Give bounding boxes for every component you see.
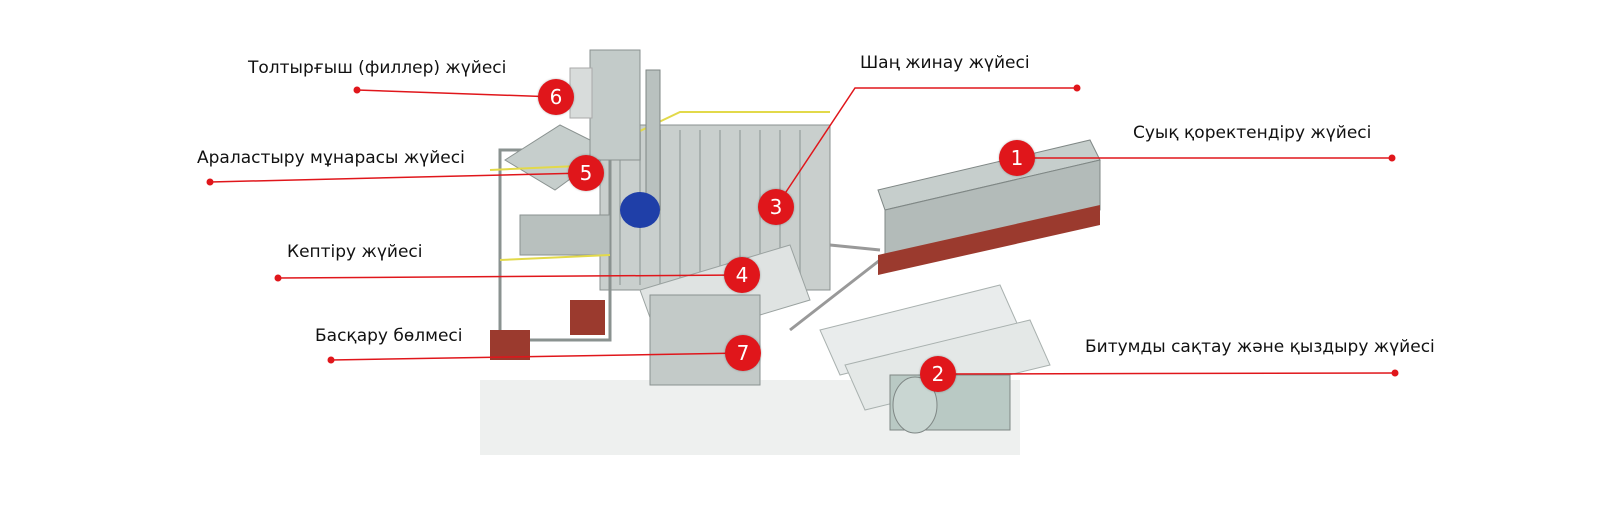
badge-6: 6 bbox=[538, 79, 574, 115]
badge-5: 5 bbox=[568, 155, 604, 191]
badge-2: 2 bbox=[920, 356, 956, 392]
cold-feed-illustration bbox=[877, 139, 1101, 275]
badge-7: 7 bbox=[725, 335, 761, 371]
dryer-drum-illustration bbox=[639, 243, 881, 386]
badge-1: 1 bbox=[999, 140, 1035, 176]
label-cold-feed: Суық қоректендіру жүйесі bbox=[1133, 123, 1372, 143]
leader-lines bbox=[209, 87, 1396, 375]
badge-3: 3 bbox=[758, 189, 794, 225]
label-mixing-tower: Араластыру мұнарасы жүйесі bbox=[197, 148, 465, 168]
label-dust-collection: Шаң жинау жүйесі bbox=[860, 53, 1030, 73]
label-drying: Кептіру жүйесі bbox=[287, 242, 423, 262]
badge-4: 4 bbox=[724, 257, 760, 293]
leader-dots bbox=[206, 84, 1399, 377]
label-control-room: Басқару бөлмесі bbox=[315, 326, 463, 346]
label-filler: Толтырғыш (филлер) жүйесі bbox=[248, 58, 507, 78]
label-bitumen: Битумды сақтау және қыздыру жүйесі bbox=[1085, 337, 1435, 357]
